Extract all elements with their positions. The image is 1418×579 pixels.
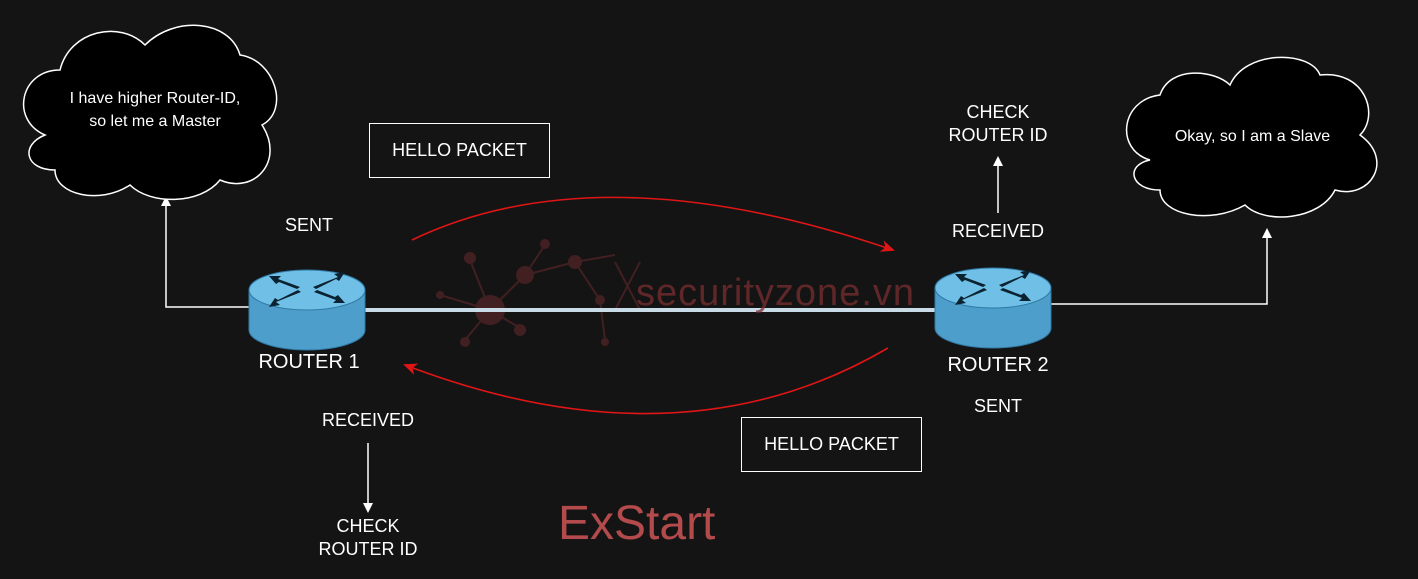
router1-received-label: RECEIVED — [321, 410, 415, 430]
router1-sent-label: SENT — [284, 215, 333, 235]
router2-to-thought-arrow — [1050, 228, 1272, 305]
router1-thought-cloud — [22, 24, 278, 201]
router1-label: ROUTER 1 — [258, 351, 360, 373]
router2-label: ROUTER 2 — [947, 354, 1049, 376]
router1-thought-text: I have higher Router-ID, so let me a Mas… — [69, 90, 241, 130]
router2-icon — [934, 267, 1052, 349]
router1-to-thought-arrow — [161, 196, 250, 308]
diagram-title: ExStart — [558, 497, 716, 550]
hello-packet-box-top: HELLO PACKET — [369, 123, 550, 178]
router1-icon — [248, 269, 366, 351]
hello-packet-box-bottom: HELLO PACKET — [741, 417, 922, 472]
hello-arrow-router1-to-router2 — [411, 196, 895, 252]
router2-received-label: RECEIVED — [951, 221, 1045, 241]
hello-arrow-router2-to-router1 — [403, 347, 889, 415]
router1-check-label: CHECK ROUTER ID — [318, 516, 418, 559]
watermark-text: securityzone.vn — [636, 272, 916, 314]
router2-sent-label: SENT — [973, 396, 1022, 416]
watermark-logo — [436, 239, 641, 347]
router2-thought-text: Okay, so I am a Slave — [1174, 128, 1331, 145]
router2-thought-cloud — [1125, 56, 1378, 218]
router2-check-label: CHECK ROUTER ID — [948, 102, 1048, 145]
